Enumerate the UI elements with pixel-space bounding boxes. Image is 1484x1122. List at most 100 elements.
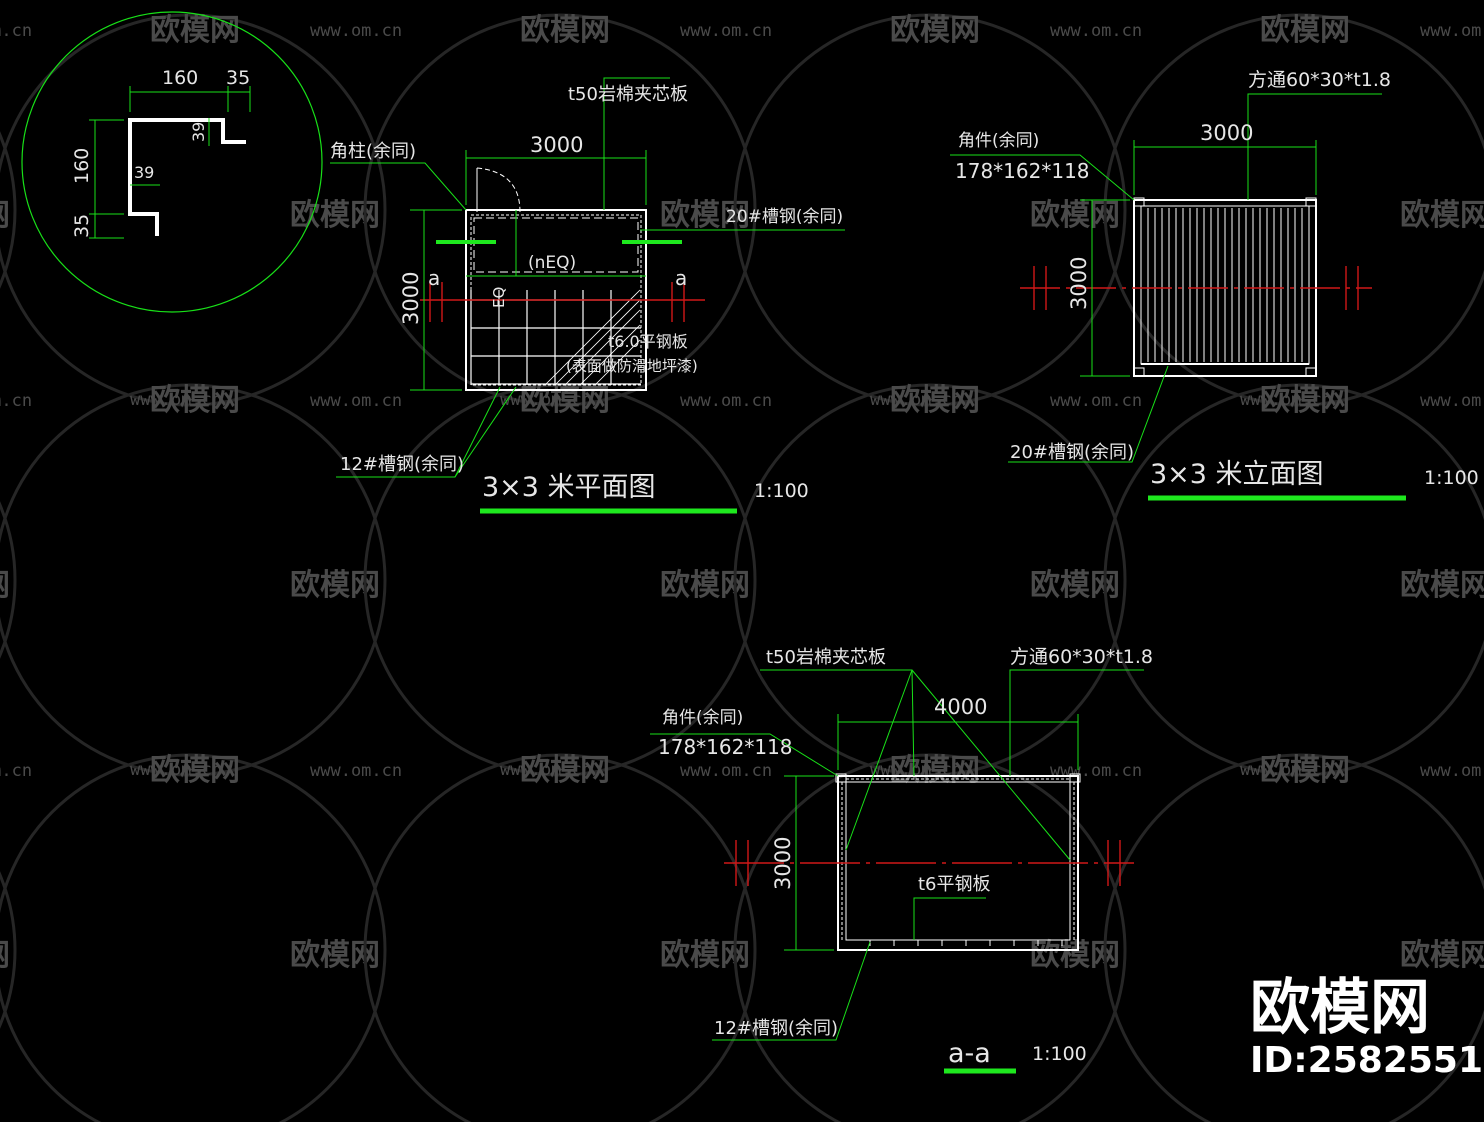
elevation-label-corner: 角件(余同) <box>958 131 1039 151</box>
section-inner-frame <box>845 781 1071 941</box>
watermark-url: www.om.cn <box>1050 761 1142 781</box>
watermark-brand: 欧模网 <box>150 753 240 788</box>
elevation-dimension-lines <box>950 93 1382 463</box>
watermark-url: www.om.cn <box>500 390 592 410</box>
elevation-corner-casting-tl <box>1133 197 1145 207</box>
watermark-brand: 欧模网 <box>150 13 240 48</box>
plan-label-steel-note: (表面做防滑地坪漆) <box>566 357 698 375</box>
watermark-url: www.om.cn <box>310 21 402 41</box>
watermark-brand: 欧模网 <box>890 753 980 788</box>
elevation-corner-casting-bl <box>1133 367 1145 377</box>
section-label-tube: 方通60*30*t1.8 <box>1010 646 1153 668</box>
watermark-url: www.om.cn <box>1240 760 1332 780</box>
plan-scale: 1:100 <box>754 480 809 502</box>
elevation-corner-casting-tr <box>1305 197 1317 207</box>
watermark-tile: 欧模网 www.om.cn www.om.cn 欧模网 <box>0 13 402 410</box>
section-label-corner: 角件(余同) <box>662 708 743 728</box>
corner-post-detail: 160 35 160 35 39 39 <box>21 11 323 313</box>
watermark-big-brand: 欧模网 <box>1250 973 1430 1043</box>
plan-dim-height: 3000 <box>399 272 423 325</box>
watermark-tile: 欧模网 www.om.cn www.om.cn 欧模网 <box>1103 13 1484 410</box>
section-corner-casting-tr <box>1069 773 1081 783</box>
elevation-corner-casting-br <box>1305 367 1317 377</box>
watermark-brand: 欧模网 <box>0 938 10 973</box>
plan-title: 3×3 米平面图 <box>482 472 656 503</box>
section-label-plate: t6平钢板 <box>918 874 991 895</box>
watermark-brand: 欧模网 <box>890 13 980 48</box>
section-label-channel-12: 12#槽钢(余同) <box>714 1018 838 1039</box>
plan-door-swing <box>476 167 521 213</box>
plan-label-neq: (nEQ) <box>528 253 576 273</box>
watermark-url: www.om.cn <box>310 761 402 781</box>
watermark-brand: 欧模网 <box>520 753 610 788</box>
plan-section-mark-right: a <box>675 266 687 290</box>
watermark-url: www.om.cn <box>310 391 402 411</box>
section-corner-casting-tl <box>835 773 847 783</box>
detail-dim-35-top: 35 <box>226 67 250 89</box>
watermark-brand: 欧模网 <box>520 383 610 418</box>
watermark-url: www.om.cn <box>130 390 222 410</box>
watermark-brand: 欧模网 <box>1260 753 1350 788</box>
elevation-title: 3×3 米立面图 <box>1150 459 1324 490</box>
watermark-url: www.om.cn <box>500 760 592 780</box>
watermark-layer: 欧模网www.om.cnwww.om.cn欧模网欧模网www.om.cnwww.… <box>0 13 1484 1122</box>
watermark-url: www.om.cn <box>680 761 772 781</box>
elevation-scale: 1:100 <box>1424 467 1479 489</box>
watermark-url: www.om.cn <box>680 21 772 41</box>
watermark-brand: 欧模网 <box>0 568 10 603</box>
watermark-url: www.om.cn <box>0 391 32 411</box>
elevation-dim-height: 3000 <box>1067 257 1091 310</box>
watermark-id-label: ID:2582551 <box>1250 1040 1483 1081</box>
detail-dim-39-horizontal: 39 <box>134 163 154 182</box>
section-dim-width: 4000 <box>934 695 987 719</box>
section-floor-joists <box>869 940 1063 946</box>
watermark-brand: 欧模网 <box>520 13 610 48</box>
section-dim-height: 3000 <box>771 837 795 890</box>
detail-dim-160-top: 160 <box>162 67 198 89</box>
plan-label-channel-12: 12#槽钢(余同) <box>340 454 464 475</box>
elevation-label-tube: 方通60*30*t1.8 <box>1248 69 1391 91</box>
section-label-panel: t50岩棉夹芯板 <box>766 647 886 668</box>
plan-dashed-outline <box>473 217 639 273</box>
watermark-url: www.om.cn <box>130 760 222 780</box>
watermark-url: www.om.cn <box>1420 761 1484 781</box>
section-label-corner-size: 178*162*118 <box>658 735 793 759</box>
detail-dimension-lines <box>89 86 251 239</box>
watermark-brand: 欧模网 <box>1400 198 1484 233</box>
watermark-url: www.om.cn <box>0 21 32 41</box>
detail-dim-160-left: 160 <box>71 148 93 184</box>
elevation-view: 3000 3000 方通60*30*t1.8 角件(余同) 178*162*11… <box>950 69 1479 501</box>
plan-label-corner-post: 角柱(余同) <box>330 141 416 162</box>
section-title: a-a <box>948 1038 991 1069</box>
detail-dim-39-vertical: 39 <box>189 122 208 142</box>
watermark-url: www.om.cn <box>1240 390 1332 410</box>
section-dimension-lines <box>650 669 1144 1041</box>
watermark-url: www.om.cn <box>1420 21 1484 41</box>
plan-label-panel: t50岩棉夹芯板 <box>568 84 688 105</box>
watermark-brand: 欧模网 <box>1260 383 1350 418</box>
plan-view: a a 3000 3000 (nEQ) EQ 角柱(余同) t50岩棉夹芯板 2… <box>330 77 845 514</box>
plan-label-steel-plate: t6.0平钢板 <box>608 332 688 351</box>
plan-leader-lines <box>330 77 845 478</box>
watermark-url: www.om.cn <box>1420 391 1484 411</box>
plan-label-eq: EQ <box>490 287 508 308</box>
watermark-brand: 欧模网 <box>0 198 10 233</box>
elevation-dim-width: 3000 <box>1200 121 1253 145</box>
elevation-corrugation-ribs <box>1147 208 1303 362</box>
elevation-label-channel-20: 20#槽钢(余同) <box>1010 442 1134 463</box>
plan-steel-plate-hatch <box>544 289 641 386</box>
watermark-brand: 欧模网 <box>1400 568 1484 603</box>
watermark-brand: 欧模网 <box>150 383 240 418</box>
watermark-brand: 欧模网 <box>1400 938 1484 973</box>
plan-section-mark-left: a <box>428 266 440 290</box>
watermark-url: www.om.cn <box>870 390 962 410</box>
watermark-brand: 欧模网 <box>1260 13 1350 48</box>
elevation-label-corner-size: 178*162*118 <box>955 159 1090 183</box>
